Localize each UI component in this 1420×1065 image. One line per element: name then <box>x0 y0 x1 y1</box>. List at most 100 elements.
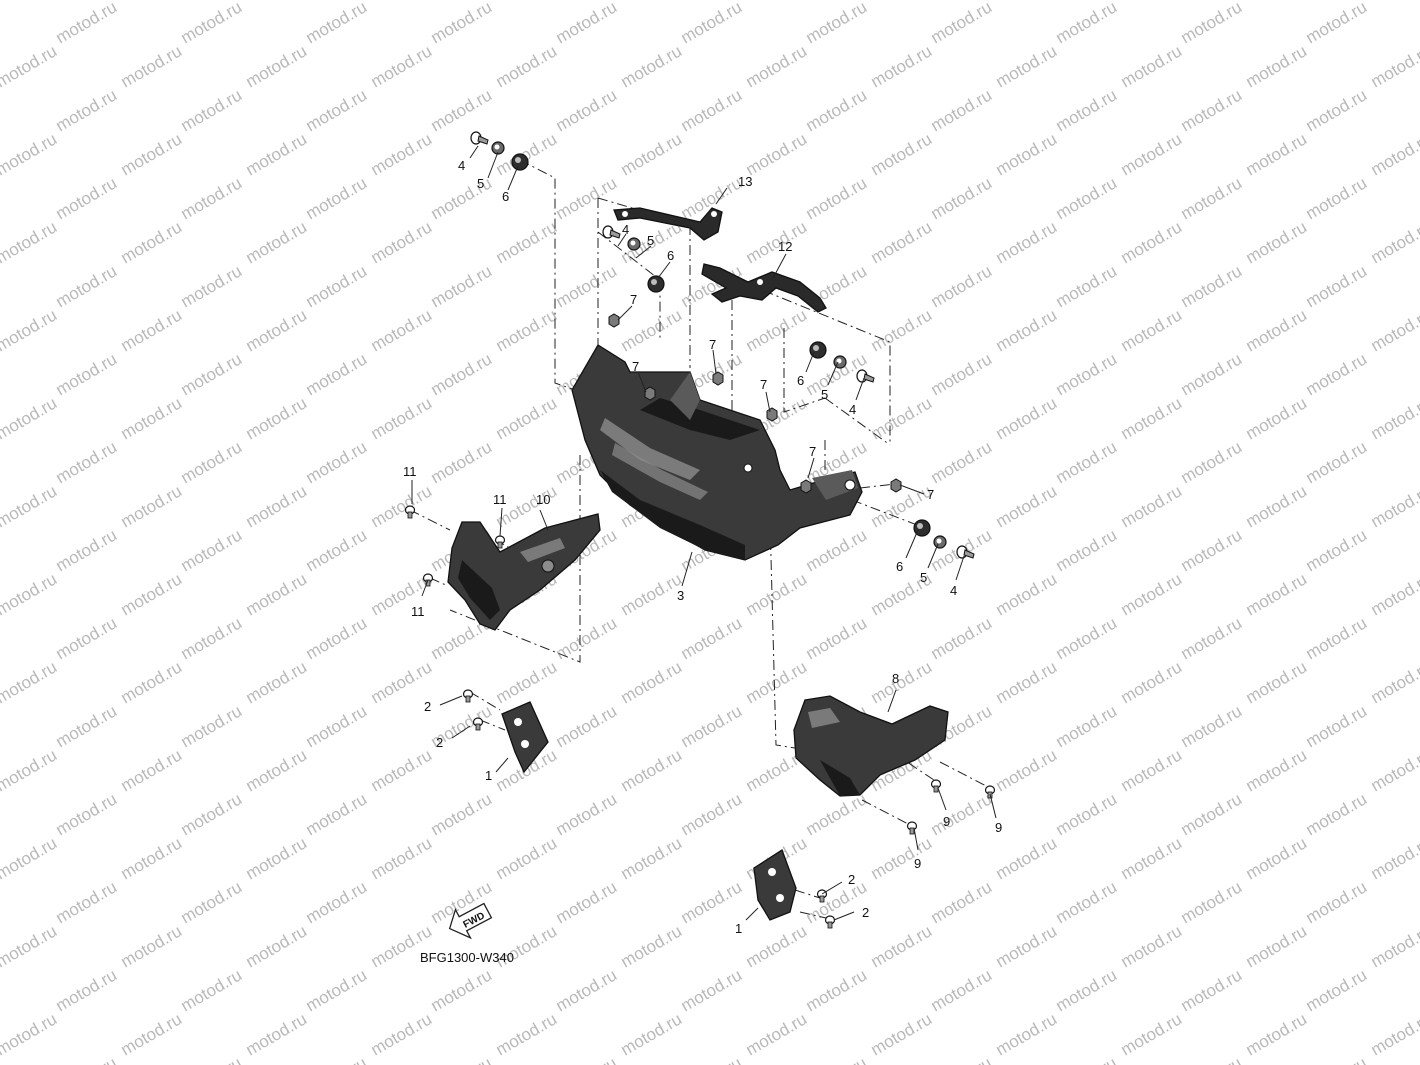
watermark-text: motod.ru <box>618 833 686 883</box>
watermark-text: motod.ru <box>303 965 371 1015</box>
watermark-text: motod.ru <box>0 481 60 531</box>
watermark-text: motod.ru <box>243 305 311 355</box>
watermark-text: motod.ru <box>1178 349 1246 399</box>
watermark-text: motod.ru <box>803 0 871 47</box>
watermark-text: motod.ru <box>1178 0 1246 47</box>
watermark-text: motod.ru <box>1118 393 1186 443</box>
watermark-text: motod.ru <box>1368 217 1420 267</box>
nut <box>608 313 620 328</box>
watermark-text: motod.ru <box>1118 745 1186 795</box>
watermark-text: motod.ru <box>0 305 60 355</box>
watermark-text: motod.ru <box>803 1053 871 1065</box>
watermark-text: motod.ru <box>368 305 436 355</box>
watermark-text: motod.ru <box>1243 393 1311 443</box>
fwd-arrow-icon: FWD <box>448 902 493 940</box>
watermark-text: motod.ru <box>618 1009 686 1059</box>
grommet <box>511 153 529 171</box>
watermark-text: motod.ru <box>53 1053 121 1065</box>
watermark-text: motod.ru <box>53 437 121 487</box>
watermark-text: motod.ru <box>0 0 60 3</box>
watermark-text: motod.ru <box>928 173 996 223</box>
leader-lines <box>411 145 997 921</box>
watermark-text: motod.ru <box>928 85 996 135</box>
watermark-text: motod.ru <box>993 569 1061 619</box>
watermark-text: motod.ru <box>368 0 436 3</box>
watermark-text: motod.ru <box>1053 965 1121 1015</box>
watermark-text: motod.ru <box>1243 217 1311 267</box>
watermark-text: motod.ru <box>1053 877 1121 927</box>
watermark-text: motod.ru <box>1178 613 1246 663</box>
watermark-text: motod.ru <box>993 41 1061 91</box>
watermark-text: motod.ru <box>118 129 186 179</box>
watermark-text: motod.ru <box>493 0 561 3</box>
nut <box>800 479 812 494</box>
watermark-text: motod.ru <box>743 41 811 91</box>
watermark-text: motod.ru <box>868 657 936 707</box>
watermark-text: motod.ru <box>178 789 246 839</box>
watermark-text: motod.ru <box>743 0 811 3</box>
callout-5: 5 <box>920 570 927 585</box>
watermark-text: motod.ru <box>493 129 561 179</box>
watermark-text: motod.ru <box>303 349 371 399</box>
watermark-text: motod.ru <box>618 0 686 3</box>
callout-11: 11 <box>411 604 425 619</box>
watermark-text: motod.ru <box>743 129 811 179</box>
watermark-text: motod.ru <box>428 1053 496 1065</box>
callout-7: 7 <box>632 359 639 374</box>
watermark-text: motod.ru <box>553 789 621 839</box>
watermark-text: motod.ru <box>1368 41 1420 91</box>
watermark-text: motod.ru <box>243 393 311 443</box>
watermark-text: motod.ru <box>118 481 186 531</box>
watermark-text: motod.ru <box>1243 481 1311 531</box>
nut <box>766 407 778 422</box>
watermark-text: motod.ru <box>1243 657 1311 707</box>
watermark-text: motod.ru <box>553 701 621 751</box>
watermark-text: motod.ru <box>428 261 496 311</box>
watermark-text: motod.ru <box>743 305 811 355</box>
watermark-text: motod.ru <box>178 437 246 487</box>
watermark-text: motod.ru <box>428 349 496 399</box>
screw <box>462 689 474 703</box>
watermark-text: motod.ru <box>428 85 496 135</box>
watermark-text: motod.ru <box>1303 173 1371 223</box>
callout-7: 7 <box>927 487 934 502</box>
watermark-text: motod.ru <box>993 481 1061 531</box>
callout-4: 4 <box>622 222 629 237</box>
watermark-text: motod.ru <box>678 965 746 1015</box>
watermark-text: motod.ru <box>0 569 60 619</box>
watermark-text: motod.ru <box>118 0 186 3</box>
watermark-text: motod.ru <box>1118 569 1186 619</box>
watermark-text: motod.ru <box>1118 657 1186 707</box>
watermark-text: motod.ru <box>243 569 311 619</box>
watermark-text: motod.ru <box>1368 481 1420 531</box>
watermark-text: motod.ru <box>1368 745 1420 795</box>
watermark-text: motod.ru <box>993 657 1061 707</box>
watermark-text: motod.ru <box>803 613 871 663</box>
watermark-text: motod.ru <box>678 85 746 135</box>
watermark-text: motod.ru <box>53 877 121 927</box>
watermark-text: motod.ru <box>368 393 436 443</box>
watermark-text: motod.ru <box>618 921 686 971</box>
watermark-text: motod.ru <box>553 877 621 927</box>
watermark-text: motod.ru <box>118 41 186 91</box>
watermark-text: motod.ru <box>993 1009 1061 1059</box>
side-cover-part-10 <box>447 513 601 631</box>
watermark-text: motod.ru <box>1178 261 1246 311</box>
watermark-text: motod.ru <box>1243 833 1311 883</box>
callout-6: 6 <box>797 373 804 388</box>
watermark-text: motod.ru <box>928 877 996 927</box>
callout-9: 9 <box>995 820 1002 835</box>
watermark-text: motod.ru <box>553 0 621 47</box>
watermark-text: motod.ru <box>928 349 996 399</box>
callout-7: 7 <box>709 337 716 352</box>
watermark-text: motod.ru <box>1303 789 1371 839</box>
watermark-text: motod.ru <box>0 745 60 795</box>
watermark-text: motod.ru <box>303 877 371 927</box>
watermark-text: motod.ru <box>743 1009 811 1059</box>
bolt <box>856 369 875 383</box>
watermark-text: motod.ru <box>928 1053 996 1065</box>
watermark-text: motod.ru <box>1053 613 1121 663</box>
screw <box>422 573 434 587</box>
screw <box>930 779 942 793</box>
watermark-text: motod.ru <box>1368 1009 1420 1059</box>
